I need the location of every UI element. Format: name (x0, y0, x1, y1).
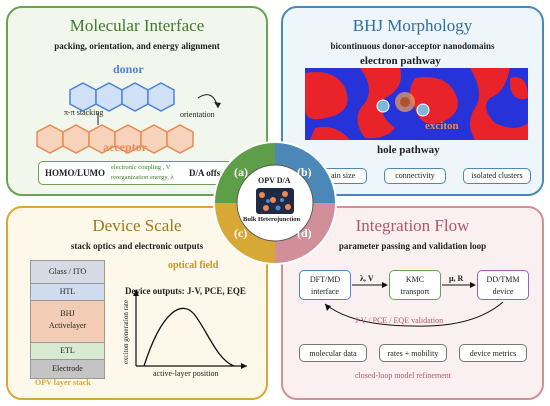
closed-loop-caption: closed-loop model refinement (355, 371, 451, 380)
validation-loop-arrow (324, 301, 504, 327)
molecular-interface-title: Molecular Interface (69, 16, 205, 35)
node-kmc: KMC transport (389, 270, 441, 300)
chip-rates-mobility: rates + mobility (379, 344, 447, 362)
donor-hexagons (69, 82, 175, 112)
donor-hexagon (95, 82, 123, 112)
exciton-marker (400, 97, 410, 107)
energy-alignment-box: HOMO/LUMO electronic coupling , V reorga… (38, 161, 242, 185)
layer-stack: Glass / ITO HTL BHJ Activelayer ETL Elec… (30, 260, 105, 379)
integration-flow-title: Integration Flow (355, 216, 470, 235)
donor-label: donor (113, 62, 144, 76)
reorg-label: reorganization energy, λ (111, 174, 174, 181)
center-device-bottom: Bulk Heterojunction (243, 216, 301, 223)
hole-pathway-label: hole pathway (377, 144, 440, 156)
chip-connectivity: connectivity (384, 168, 446, 184)
layer-bhj: BHJ Activelayer (30, 301, 105, 343)
layer-glass-ito: Glass / ITO (30, 260, 105, 284)
acceptor-label: acceptor (103, 140, 147, 154)
homo-lumo-label: HOMO/LUMO (45, 168, 105, 178)
orientation-label: orientation (180, 110, 215, 119)
acceptor-hexagon (36, 124, 64, 154)
y-axis-label: exciton generation rate (122, 299, 131, 365)
node-dft-md: DFT/MD interface (299, 270, 351, 300)
stack-caption: OPV layer stack (35, 378, 91, 387)
x-axis-label: active-layer position (153, 369, 219, 378)
integration-flow-subtitle: parameter passing and validation loop (338, 241, 487, 251)
center-label-a: (a) (234, 165, 248, 179)
center-label-c: (c) (234, 226, 248, 240)
electron-pathway-label: electron pathway (360, 55, 441, 67)
molecular-interface-panel: Molecular Interface packing, orientation… (6, 6, 268, 196)
node-dd-tmm-title: DD/TMM (486, 275, 520, 284)
device-particles (259, 191, 291, 211)
donor-hexagon (69, 82, 97, 112)
donor-hexagon (121, 82, 149, 112)
bhj-morphology-subtitle: bicontinuous donor-acceptor nanodomains (330, 41, 495, 51)
device-scale-title: Device Scale (92, 216, 182, 235)
node-kmc-title: KMC (405, 275, 425, 284)
chip-molecular-data: molecular data (299, 344, 367, 362)
center-label-d: (d) (297, 226, 312, 240)
flow-arrows (324, 282, 504, 327)
acceptor-hexagons (36, 124, 194, 154)
donor-hexagon (147, 82, 175, 112)
node-kmc-subtitle: transport (400, 287, 430, 296)
chip-device-metrics: device metrics (459, 344, 527, 362)
edge-lambda-v: λ, V (360, 274, 374, 283)
node-dd-tmm-subtitle: device (492, 287, 514, 296)
stacking-label: π-π stacking (64, 108, 104, 117)
node-dft-md-title: DFT/MD (309, 275, 341, 284)
exciton-label: exciton (425, 120, 459, 132)
validation-label: J-V / PCE / EQE validation (355, 316, 444, 325)
coupling-label: electronic coupling , V (111, 164, 171, 171)
layer-etl: ETL (30, 343, 105, 360)
center-device-top: OPV D/A (258, 176, 291, 185)
device-scale-panel: Device Scale stack optics and electronic… (6, 206, 268, 400)
node-dft-md-subtitle: interface (311, 287, 339, 296)
chip-isolated-clusters: isolated clusters (463, 168, 531, 184)
optical-field-label: optical field (168, 260, 219, 271)
molecular-interface-subtitle: packing, orientation, and energy alignme… (54, 41, 220, 51)
charge-carrier (416, 103, 430, 117)
bhj-morphology-panel: BHJ Morphology bicontinuous donor-accept… (281, 6, 544, 196)
acceptor-hexagon (62, 124, 90, 154)
node-dd-tmm: DD/TMM device (477, 270, 529, 300)
generation-profile-plot (133, 290, 247, 369)
layer-electrode: Electrode (30, 360, 105, 379)
layer-htl: HTL (30, 284, 105, 301)
center-ring (213, 141, 337, 265)
charge-carrier (376, 99, 390, 113)
device-particles-blue (266, 198, 284, 211)
acceptor-hexagon (166, 124, 194, 154)
morphology-map (305, 68, 528, 140)
offset-label: D/A offset (189, 168, 228, 178)
device-scale-subtitle: stack optics and electronic outputs (70, 241, 204, 251)
orientation-arrow (197, 94, 219, 109)
edge-mu-r: μ, R (449, 274, 464, 283)
molecular-stack-illustration (36, 82, 221, 154)
device-outputs-label: Device outputs: J-V, PCE, EQE (125, 286, 246, 296)
generation-curve (143, 307, 235, 367)
center-label-b: (b) (297, 165, 312, 179)
bhj-morphology-title: BHJ Morphology (352, 16, 473, 35)
